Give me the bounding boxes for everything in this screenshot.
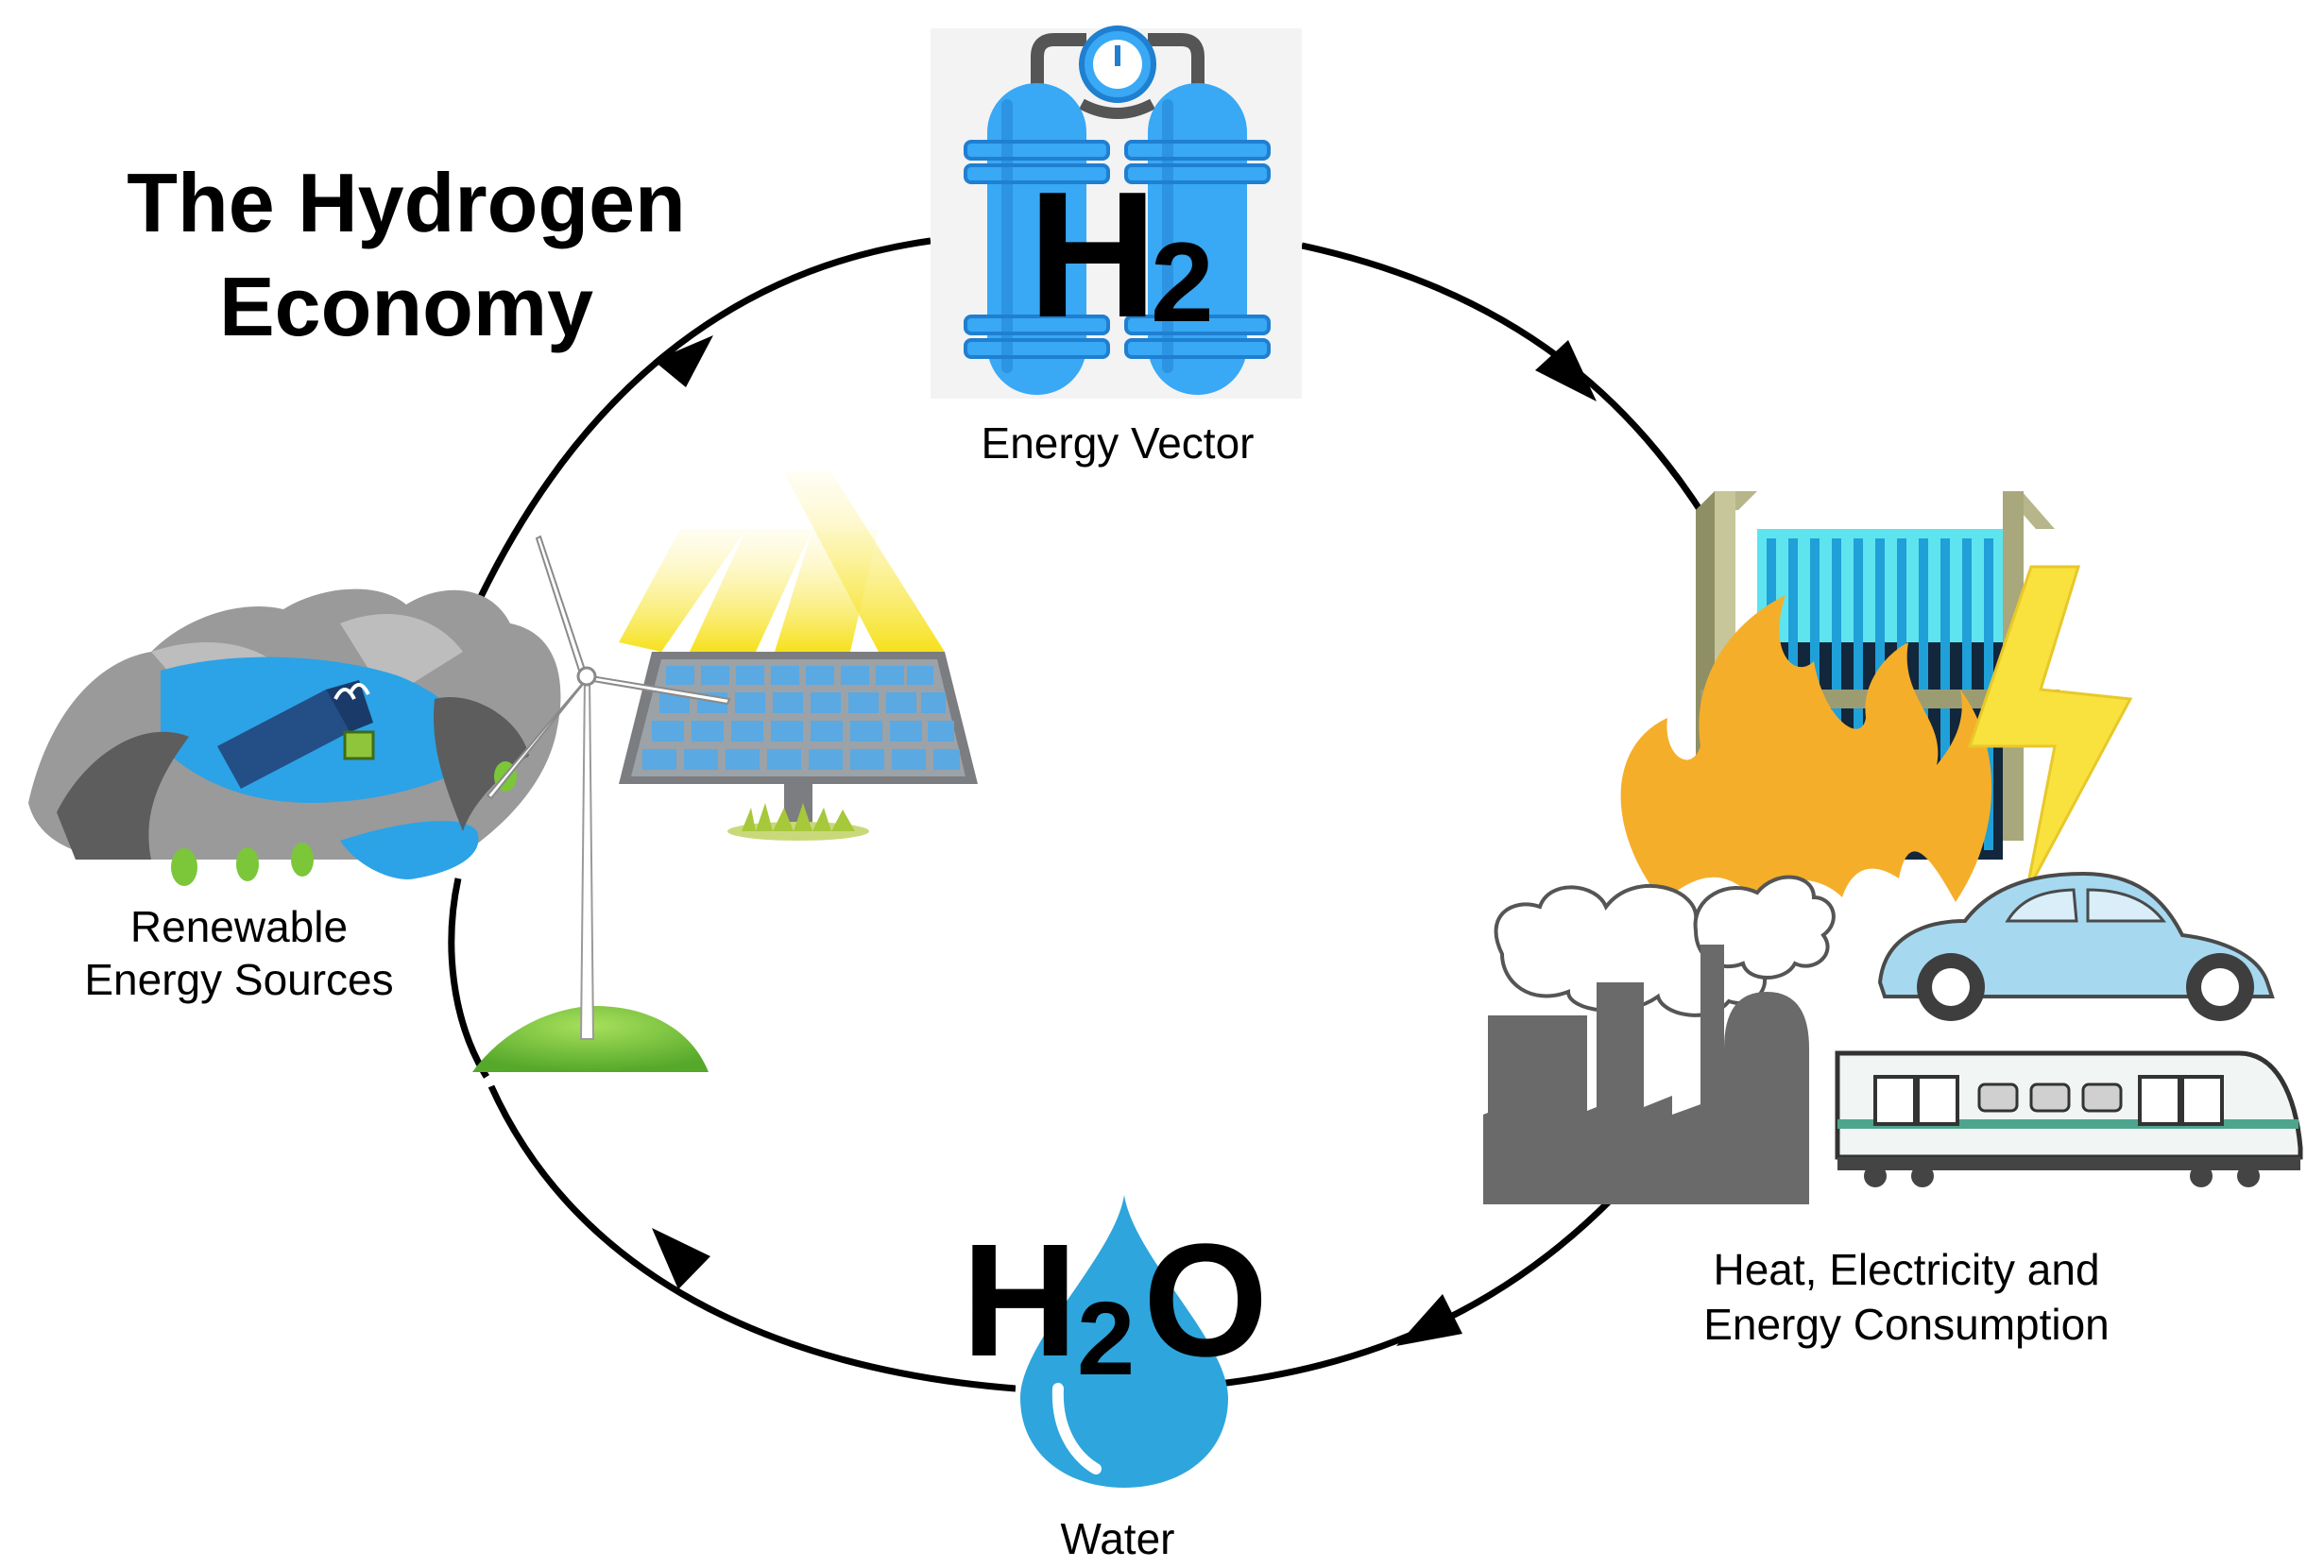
consumption-label-line-1: Heat, Electricity and	[1713, 1245, 2099, 1294]
arrowhead-top-left	[654, 335, 713, 387]
water-node: H 2 O Water	[962, 1181, 1268, 1563]
arrowhead-bottom-right	[1396, 1294, 1462, 1346]
energy-vector-label: Energy Vector	[982, 418, 1255, 468]
water-drop-icon	[1020, 1195, 1228, 1488]
title-line-1: The Hydrogen	[127, 156, 686, 249]
consumption-label-line-2: Energy Consumption	[1703, 1300, 2110, 1349]
h2o-formula-h: H	[962, 1211, 1078, 1390]
arrowhead-top-right	[1535, 340, 1597, 401]
energy-vector-node: H 2 Energy Vector	[931, 26, 1302, 468]
cycle-arc-bottom-right	[1218, 1187, 1623, 1388]
sun-rays	[619, 472, 945, 652]
cycle-arc-top-right	[1301, 242, 1733, 559]
renewables-label-line-1: Renewable	[130, 902, 348, 951]
diagram-title: The Hydrogen Economy	[127, 156, 686, 353]
cycle-arc-left	[448, 878, 489, 1079]
title-line-2: Economy	[219, 260, 593, 353]
h2o-formula-o: O	[1143, 1211, 1268, 1390]
lightning-icon	[1967, 565, 2133, 894]
water-label: Water	[1061, 1514, 1175, 1563]
h2o-formula-subscript: 2	[1077, 1281, 1135, 1397]
cycle-arrows	[652, 335, 1597, 1346]
renewables-node: Renewable Energy Sources	[28, 472, 978, 1072]
renewables-label-line-2: Energy Sources	[84, 955, 393, 1004]
hydro-dam-icon	[28, 588, 561, 886]
consumption-node: Heat, Electricity and Energy Consumption	[1483, 491, 2303, 1349]
solar-panel-icon	[619, 652, 978, 841]
flame-icon	[1620, 595, 1992, 902]
factory-icon	[1483, 875, 1836, 1204]
car-icon	[1877, 871, 2275, 1021]
hydrogen-tanks-icon	[964, 26, 1271, 395]
cycle-arc-top-left	[473, 237, 931, 606]
h2-formula-main: H	[1028, 155, 1157, 355]
cycle-arc-bottom-left	[487, 1084, 1017, 1392]
arrowhead-bottom-left	[652, 1228, 710, 1289]
h2-formula-subscript: 2	[1151, 219, 1214, 346]
wind-turbine-icon	[472, 535, 731, 1072]
train-icon	[1835, 1050, 2303, 1187]
